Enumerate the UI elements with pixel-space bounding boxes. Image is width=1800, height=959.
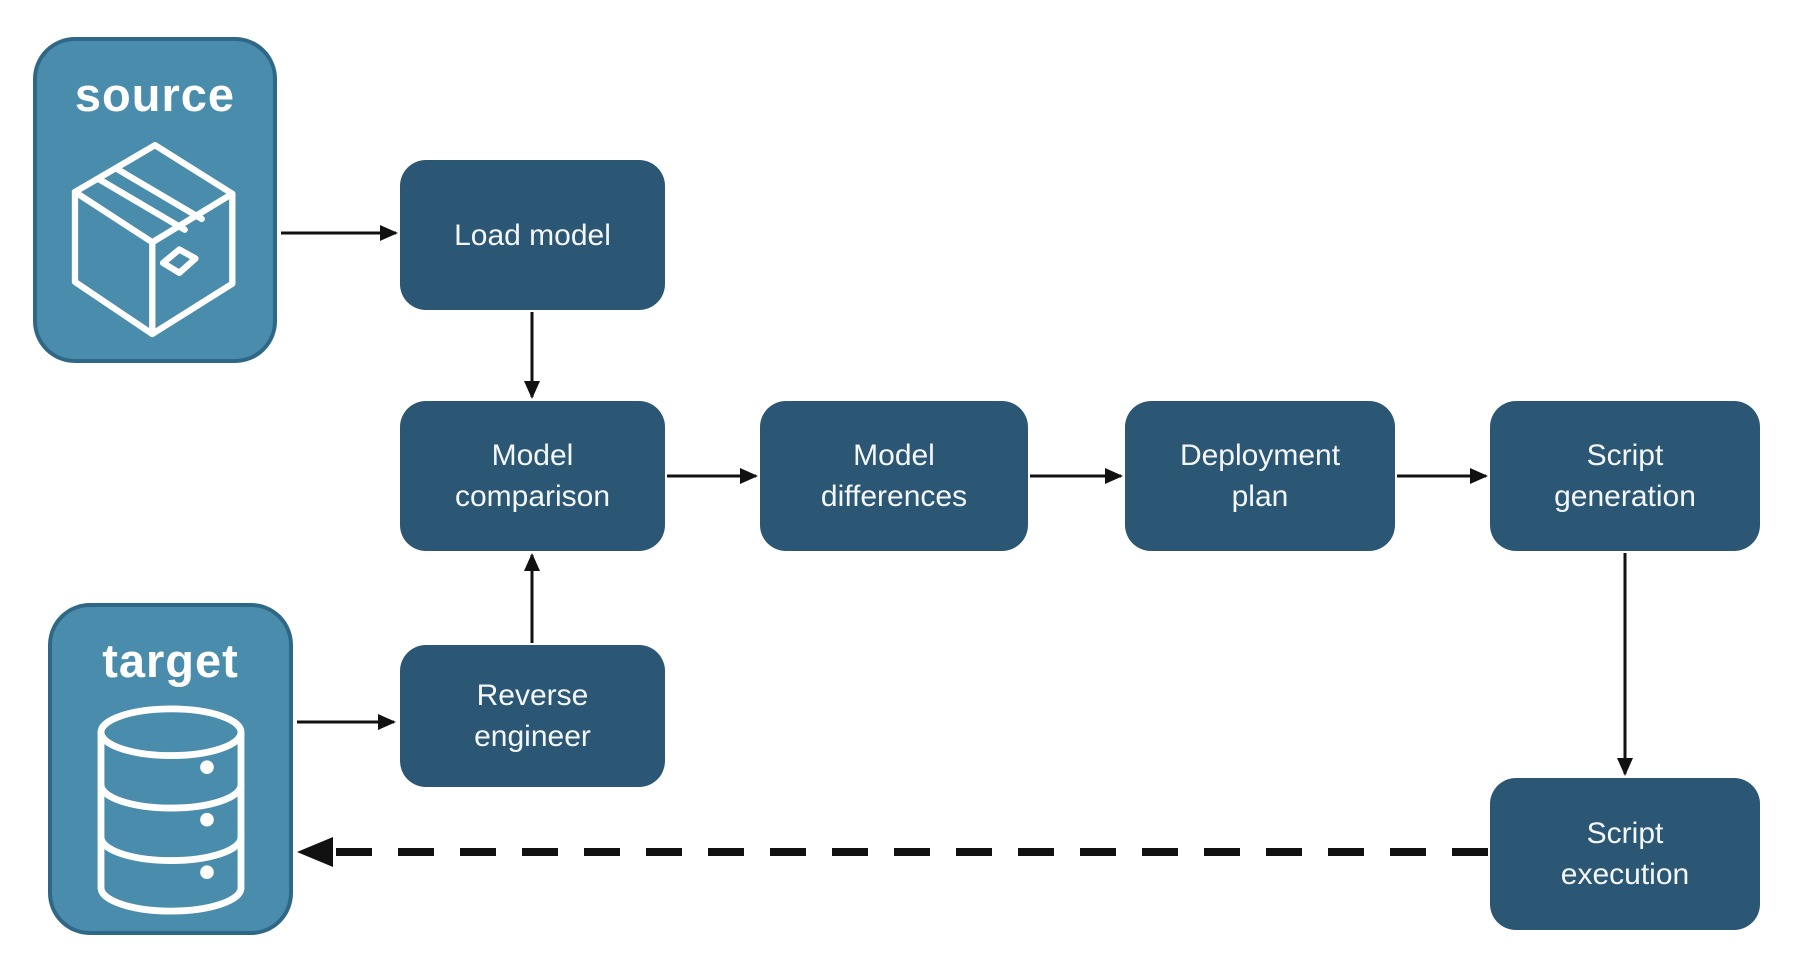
- model-differences-label: Model differences: [820, 439, 968, 513]
- process-deployment-plan: Deployment plan: [1125, 401, 1395, 551]
- process-load-model: Load model: [400, 160, 665, 310]
- database-icon: [52, 688, 289, 931]
- process-model-differences: Model differences: [760, 401, 1028, 551]
- edge-script-execution-to-target: [297, 837, 1488, 867]
- dashed-arrowhead: [297, 837, 333, 867]
- process-script-execution: Script execution: [1490, 778, 1760, 930]
- process-reverse-engineer: Reverse engineer: [400, 645, 665, 787]
- load-model-label: Load model: [454, 218, 611, 252]
- deployment-plan-label: Deployment plan: [1179, 439, 1341, 513]
- process-model-comparison: Model comparison: [400, 401, 665, 551]
- target-store-node: target: [48, 603, 293, 935]
- process-script-generation: Script generation: [1490, 401, 1760, 551]
- reverse-engineer-label: Reverse engineer: [474, 679, 591, 753]
- source-label: source: [74, 68, 236, 121]
- target-label: target: [102, 634, 239, 687]
- package-icon: [37, 122, 273, 359]
- source-store-node: source: [33, 37, 277, 363]
- model-comparison-label: Model comparison: [454, 439, 611, 513]
- script-execution-label: Script execution: [1560, 817, 1690, 891]
- script-generation-label: Script generation: [1554, 439, 1696, 513]
